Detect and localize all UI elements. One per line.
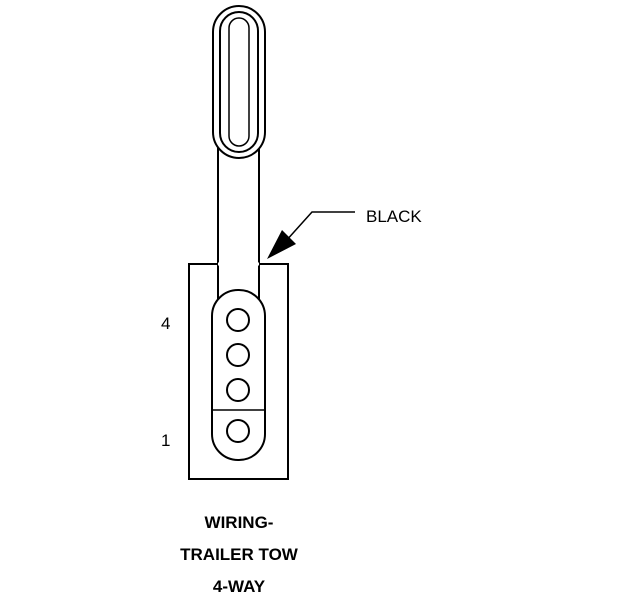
caption-line-3: 4-WAY: [212, 577, 266, 596]
pin-3: [226, 343, 250, 367]
connector-plug: [211, 289, 266, 461]
wire-cable: [217, 140, 260, 310]
caption-line-2: TRAILER TOW: [180, 545, 298, 564]
pin-number-top: 4: [161, 314, 170, 333]
black-callout-arrow: [267, 211, 355, 259]
pin-2: [226, 378, 250, 402]
caption-line-1: WIRING-: [204, 513, 274, 532]
pin-1: [226, 419, 250, 443]
pin-4: [226, 308, 250, 332]
pull-loop: [212, 5, 266, 159]
pin-number-bottom: 1: [161, 431, 170, 450]
callout-label-black: BLACK: [366, 207, 422, 226]
